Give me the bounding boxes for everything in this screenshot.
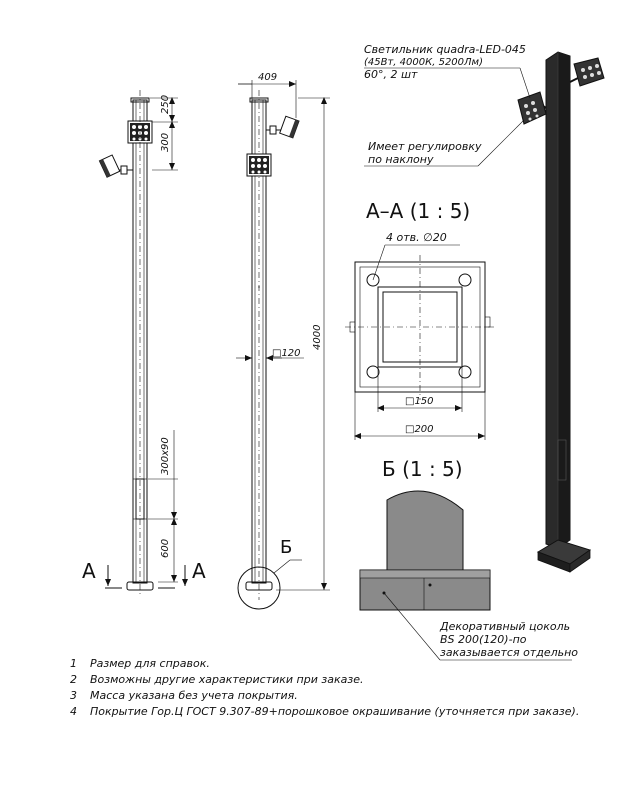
note-text: Размер для справок. <box>90 657 210 670</box>
note-text: Возможны другие характеристики при заказ… <box>90 673 364 686</box>
dim-300-label: 300 <box>160 133 171 152</box>
dim-inner-label: □150 <box>405 396 434 407</box>
section-b-title: Б (1 : 5) <box>382 457 463 481</box>
dim-door-label: 300x90 <box>160 437 171 475</box>
front-luminaire-side-icon <box>98 154 133 178</box>
luminaire-callout-line3: 60°, 2 шт <box>364 68 418 81</box>
note-text: Масса указана без учета покрытия. <box>90 689 298 702</box>
section-a-right-label: A <box>192 559 206 583</box>
front-luminaire-top-icon <box>127 120 153 144</box>
base-callout-line3: заказывается отдельно <box>440 646 578 659</box>
pole-3d-luminaire-top-icon <box>569 57 605 87</box>
side-luminaire-right-icon <box>266 115 300 139</box>
tilt-callout-line1: Имеет регулировку <box>368 140 482 153</box>
pole-3d-luminaire-side-icon <box>517 91 547 125</box>
note-item: 2 Возможны другие характеристики при зак… <box>70 672 630 688</box>
front-view: A A 250 300 300x90 600 <box>82 90 206 595</box>
note-number: 2 <box>70 673 77 686</box>
section-aa-title: А–А (1 : 5) <box>366 199 470 223</box>
note-item: 1 Размер для справок. <box>70 656 630 672</box>
section-a-a: А–А (1 : 5) 4 отв. ∅20 □150 □200 <box>345 199 495 440</box>
dim-outer-label: □200 <box>405 424 434 435</box>
notes-list: 1 Размер для справок. 2 Возможны другие … <box>70 656 630 720</box>
luminaire-callout-line1: Светильник quadra-LED-045 <box>364 43 526 56</box>
dim-pipe-label: □120 <box>272 348 301 359</box>
note-item: 3 Масса указана без учета покрытия. <box>70 688 630 704</box>
callout-b-label: Б <box>280 537 292 558</box>
luminaire-callout-line2: (45Вт, 4000К, 5200Лм) <box>364 57 483 68</box>
section-a-left-label: A <box>82 559 96 583</box>
dim-base-label: 600 <box>160 539 171 558</box>
side-view: Б 409 4000 □120 <box>236 72 330 610</box>
holes-label: 4 отв. ∅20 <box>386 231 447 244</box>
note-number: 1 <box>70 657 77 670</box>
base-callout-line2: BS 200(120)-по <box>440 633 527 646</box>
note-number: 3 <box>70 689 77 702</box>
note-item: 4 Покрытие Гор.Ц ГОСТ 9.307-89+порошково… <box>70 704 630 720</box>
base-callout-line1: Декоративный цоколь <box>439 620 570 633</box>
note-text: Покрытие Гор.Ц ГОСТ 9.307-89+порошковое … <box>90 705 580 718</box>
dim-250-label: 250 <box>160 95 171 114</box>
dim-409-label: 409 <box>258 72 277 83</box>
tilt-callout-line2: по наклону <box>368 153 434 166</box>
note-number: 4 <box>70 705 77 718</box>
dim-4000-label: 4000 <box>312 325 323 350</box>
side-luminaire-front-icon <box>246 153 272 177</box>
section-b: Б (1 : 5) Декоративный цоколь BS 200(120… <box>359 457 578 661</box>
pole-3d-view <box>364 51 605 573</box>
